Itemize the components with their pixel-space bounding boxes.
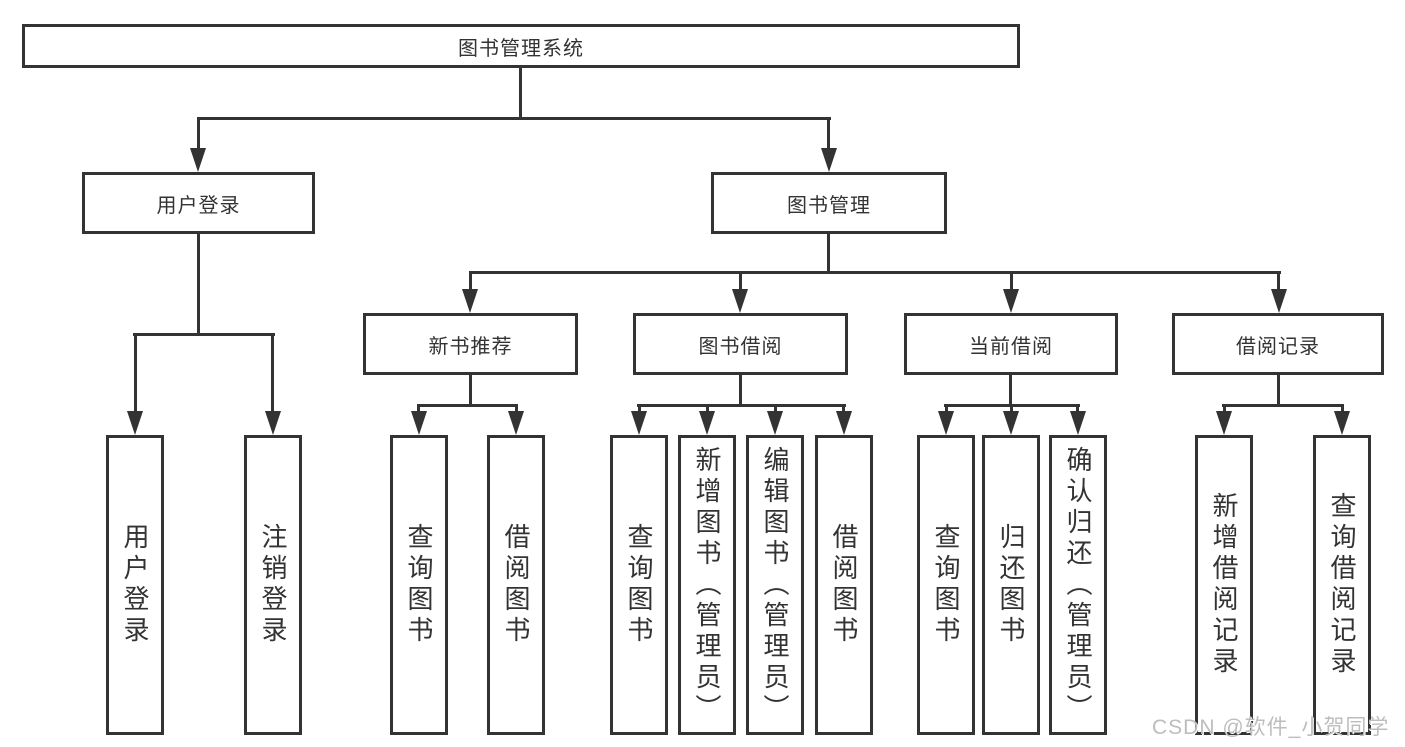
connector-line xyxy=(197,117,831,120)
arrow-down-icon xyxy=(767,411,783,435)
connector-line xyxy=(469,375,472,407)
connector-line xyxy=(197,117,200,151)
connector-line xyxy=(638,404,641,414)
arrow-down-icon xyxy=(821,148,837,172)
connector-line xyxy=(515,404,518,414)
arrow-down-icon xyxy=(508,411,524,435)
connector-line xyxy=(739,271,742,293)
leaf-query-book-borrow: 查询图书 xyxy=(610,435,668,735)
leaf-borrow-book-recommend: 借阅图书 xyxy=(487,435,545,735)
leaf-add-borrow-record: 新增借阅记录 xyxy=(1195,435,1253,735)
connector-line xyxy=(774,404,777,414)
connector-line xyxy=(133,333,275,336)
connector-line xyxy=(637,404,846,407)
arrow-down-icon xyxy=(127,411,143,435)
connector-line xyxy=(134,333,137,413)
arrow-down-icon xyxy=(1070,411,1086,435)
connector-line xyxy=(827,117,830,151)
arrow-down-icon xyxy=(1003,411,1019,435)
arrow-down-icon xyxy=(631,411,647,435)
connector-line xyxy=(197,234,200,336)
leaf-user-login: 用户登录 xyxy=(106,435,164,735)
leaf-query-borrow-record: 查询借阅记录 xyxy=(1313,435,1371,735)
leaf-edit-book-admin: 编辑图书（管理员） xyxy=(746,435,804,735)
connector-line xyxy=(1341,404,1344,414)
connector-line xyxy=(842,404,845,414)
connector-line xyxy=(827,234,830,274)
node-root-library-system: 图书管理系统 xyxy=(22,24,1020,68)
node-book-borrow: 图书借阅 xyxy=(633,313,848,375)
connector-line xyxy=(1222,404,1344,407)
connector-line xyxy=(519,68,522,118)
arrow-down-icon xyxy=(1334,411,1350,435)
connector-line xyxy=(1223,404,1226,414)
arrow-down-icon xyxy=(732,289,748,313)
arrow-down-icon xyxy=(1003,289,1019,313)
connector-line xyxy=(271,333,274,413)
leaf-confirm-return-admin: 确认归还（管理员） xyxy=(1049,435,1107,735)
leaf-query-book-recommend: 查询图书 xyxy=(390,435,448,735)
csdn-watermark: CSDN @软件_小贺同学 xyxy=(1152,716,1390,739)
node-new-book-recommend: 新书推荐 xyxy=(363,313,578,375)
arrow-down-icon xyxy=(265,411,281,435)
connector-line xyxy=(1010,271,1013,293)
connector-line xyxy=(417,404,518,407)
leaf-return-book: 归还图书 xyxy=(982,435,1040,735)
connector-line xyxy=(706,404,709,414)
node-borrow-records: 借阅记录 xyxy=(1172,313,1384,375)
connector-line xyxy=(469,271,472,293)
arrow-down-icon xyxy=(462,289,478,313)
connector-line xyxy=(739,375,742,407)
arrow-down-icon xyxy=(411,411,427,435)
arrow-down-icon xyxy=(938,411,954,435)
leaf-logout: 注销登录 xyxy=(244,435,302,735)
leaf-borrow-book: 借阅图书 xyxy=(815,435,873,735)
arrow-down-icon xyxy=(699,411,715,435)
connector-line xyxy=(417,404,420,414)
connector-line xyxy=(945,404,948,414)
arrow-down-icon xyxy=(190,148,206,172)
connector-line xyxy=(1076,404,1079,414)
leaf-query-book-current: 查询图书 xyxy=(917,435,975,735)
leaf-add-book-admin: 新增图书（管理员） xyxy=(678,435,736,735)
arrow-down-icon xyxy=(1216,411,1232,435)
arrow-down-icon xyxy=(836,411,852,435)
node-book-management: 图书管理 xyxy=(711,172,947,234)
connector-line xyxy=(1010,404,1013,414)
node-user-login: 用户登录 xyxy=(82,172,315,234)
connector-line xyxy=(469,271,1281,274)
connector-line xyxy=(1277,375,1280,407)
connector-line xyxy=(1277,271,1280,293)
node-current-borrow: 当前借阅 xyxy=(904,313,1118,375)
connector-line xyxy=(1009,375,1012,407)
arrow-down-icon xyxy=(1271,289,1287,313)
